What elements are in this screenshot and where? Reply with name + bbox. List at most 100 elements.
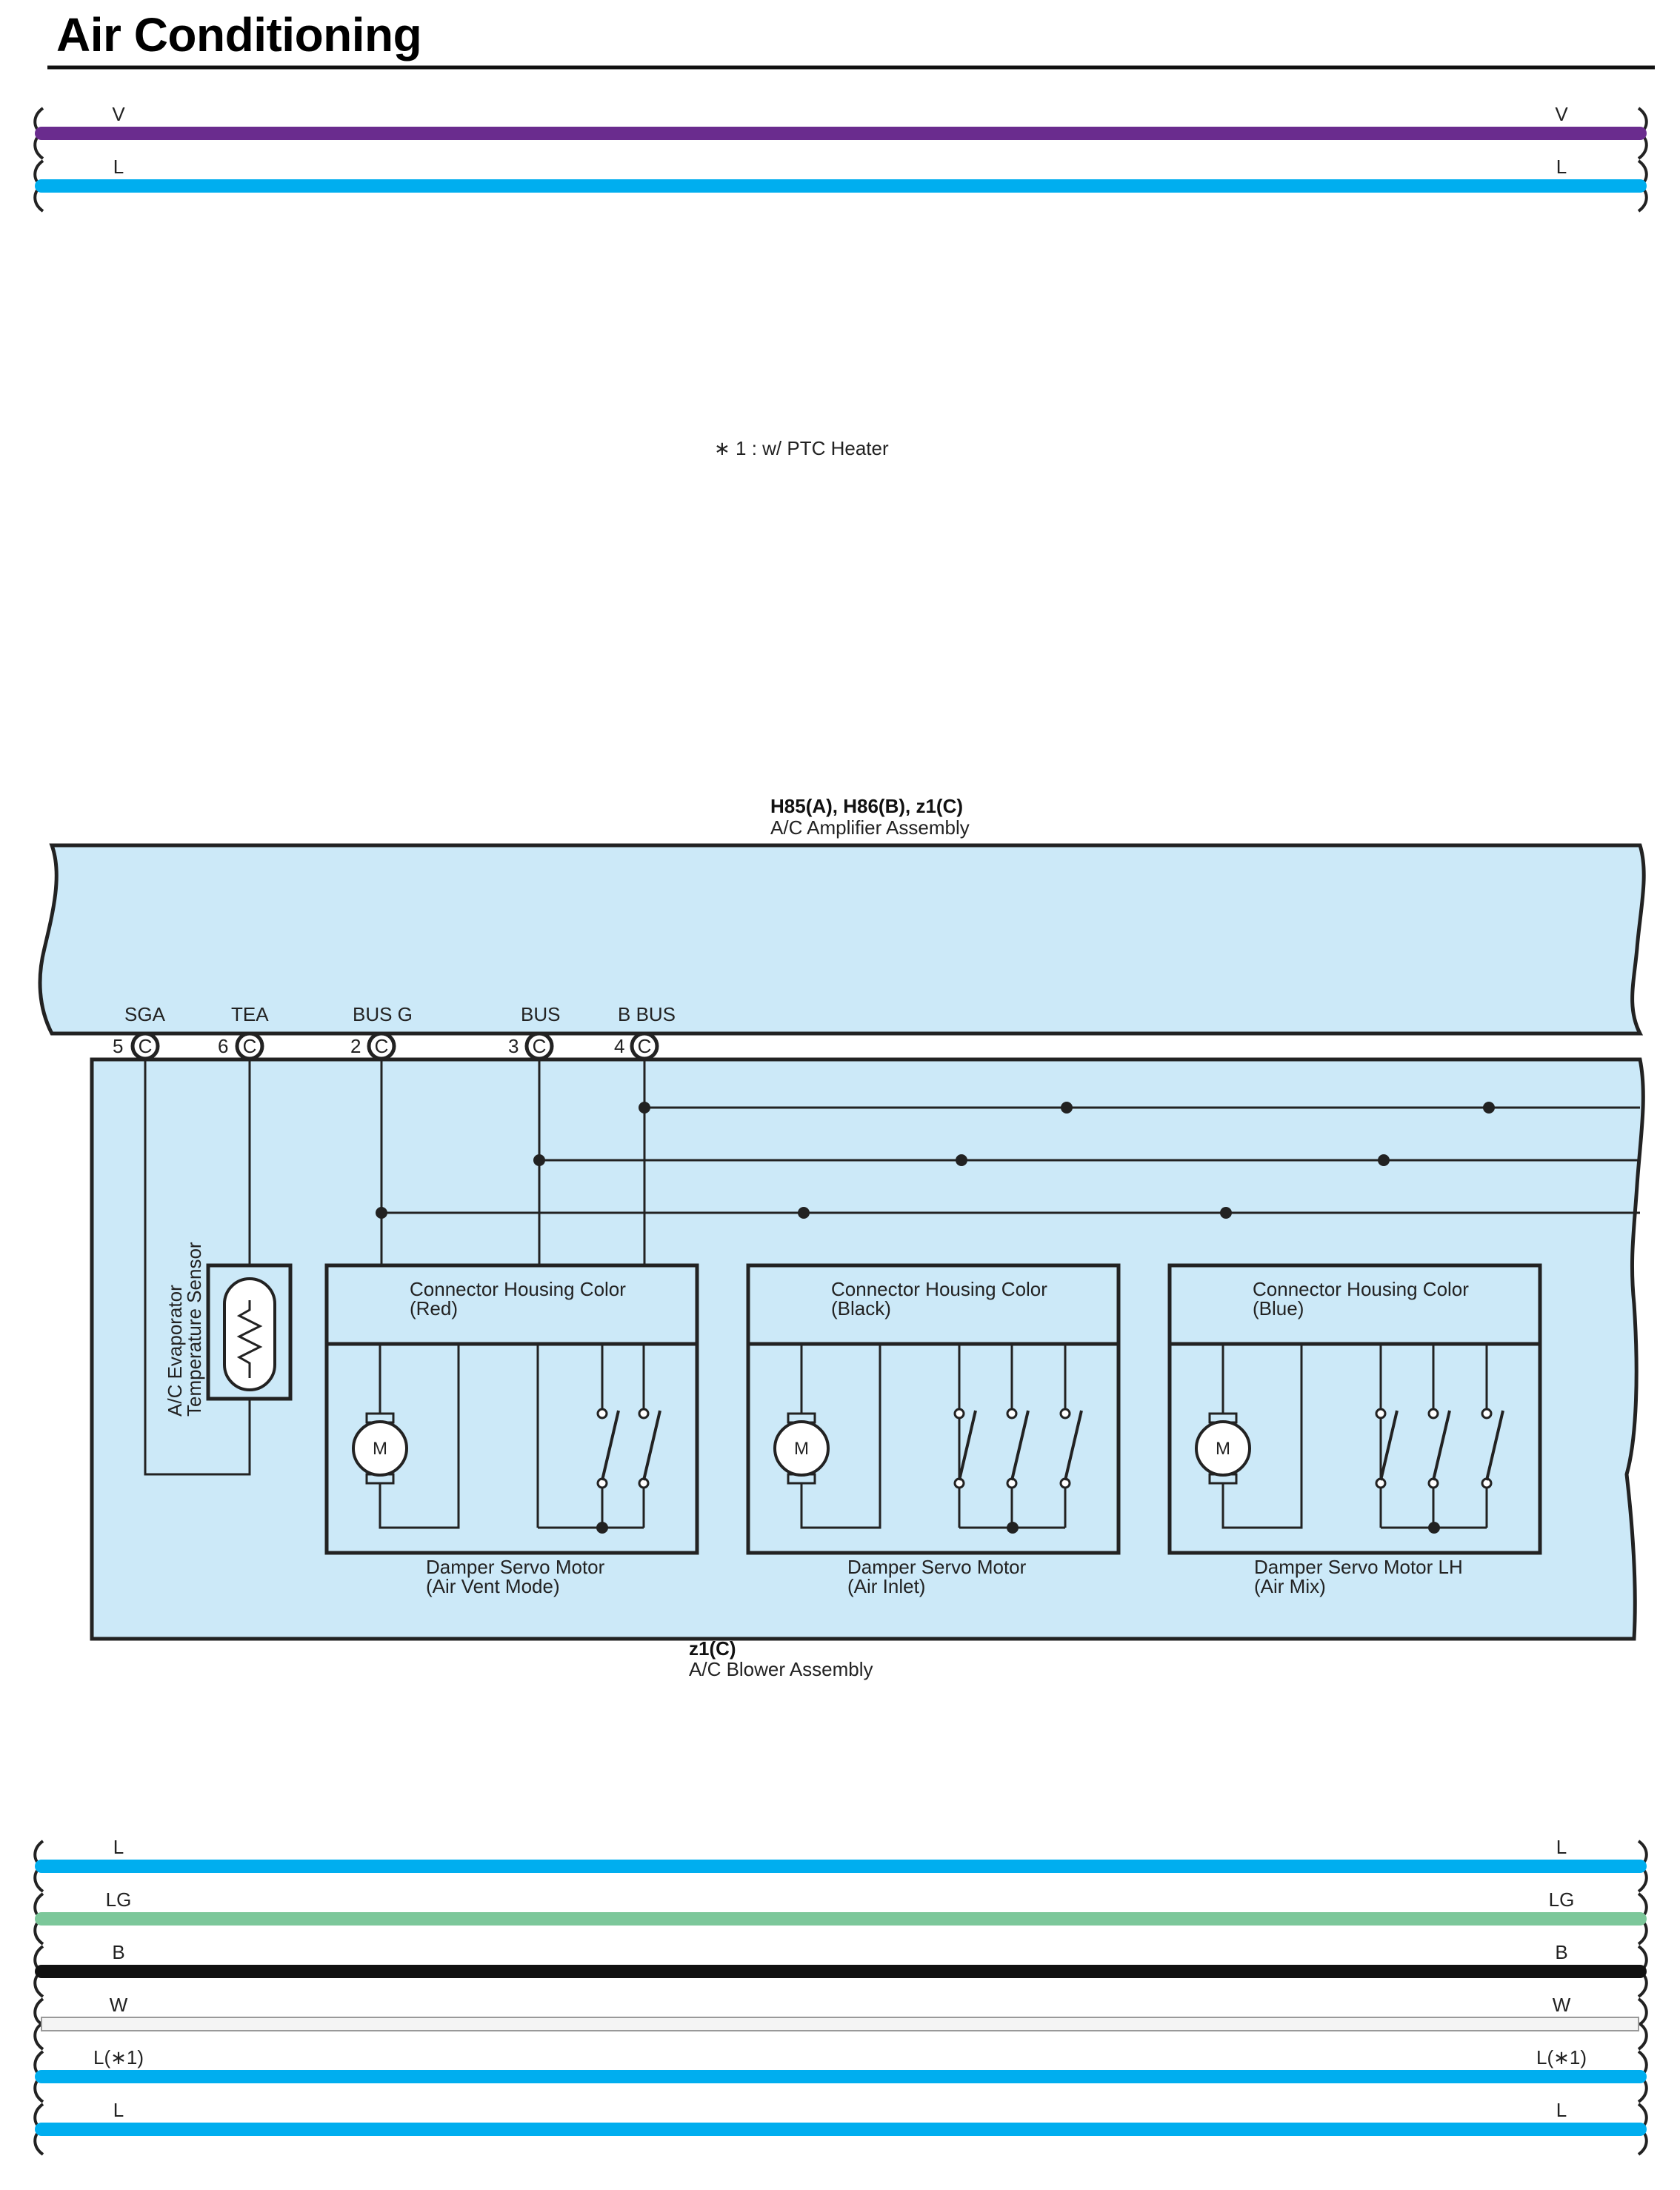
pin-connector-bus-g: C [375, 1035, 389, 1057]
wire-color-label-right: V [1555, 103, 1568, 125]
wire-color-label-left: W [110, 1994, 128, 2016]
motor-icon [1195, 1420, 1251, 1477]
connector-housing-label: Connector Housing Color [831, 1278, 1047, 1300]
pin-number-bus-g: 2 [350, 1035, 361, 1057]
wire-color-label-right: W [1553, 1994, 1571, 2016]
motor-label: M [794, 1439, 809, 1459]
terminal-label-b-bus: B BUS [618, 1003, 676, 1025]
amplifier-assembly-body [38, 843, 1646, 1036]
blower-connector-code: z1(C) [689, 1637, 736, 1660]
connector-housing-label: Connector Housing Color [1253, 1278, 1469, 1300]
amplifier-connector-code: H85(A), H86(B), z1(C) [770, 795, 963, 817]
motor-label: M [1216, 1439, 1230, 1459]
switch-contact-top [1059, 1408, 1071, 1419]
wire-color-label-left: L [113, 1836, 124, 1858]
ptc-heater-note: ∗ 1 : w/ PTC Heater [714, 437, 889, 459]
switch-contact-top [1427, 1408, 1439, 1419]
bottom-wire-row: LG LG [33, 1888, 1648, 1946]
page-title: Air Conditioning [56, 8, 422, 61]
motor-return-wiring [379, 1344, 460, 1529]
motor-icon [352, 1420, 408, 1477]
wire-color-label-left: L [113, 156, 124, 178]
switch-contact-top [953, 1408, 965, 1419]
switch-blade [642, 1410, 661, 1481]
terminal-label-bus: BUS [521, 1003, 560, 1025]
switch-contact-top [1375, 1408, 1387, 1419]
servo-housing [746, 1263, 1121, 1555]
damper-servo-motor: Connector Housing Color(Black) M Damper Se… [746, 1263, 1121, 1597]
switch-blade [1379, 1410, 1399, 1481]
terminal-label-sga: SGA [124, 1003, 166, 1025]
switch-blade [1485, 1410, 1504, 1481]
switch-blade [1010, 1410, 1030, 1481]
bus-junctions [376, 1102, 1495, 1219]
switch-contact-top [596, 1408, 608, 1419]
wire-color-label-right: L(∗1) [1536, 2046, 1587, 2068]
servo-function: (Air Mix) [1254, 1575, 1326, 1597]
servo-function: (Air Inlet) [847, 1575, 925, 1597]
switch-blade [958, 1410, 977, 1481]
motor-return-wiring [1221, 1344, 1303, 1529]
damper-servo-motor: Connector Housing Color(Red) M Damper Serv… [324, 1263, 699, 1597]
wire-right-break-mark [1637, 1997, 1648, 2051]
sensor-label-line2: Temperature Sensor [183, 1242, 205, 1417]
amplifier-name: A/C Amplifier Assembly [770, 816, 970, 839]
wire-color-label-right: L [1556, 1836, 1567, 1858]
wire-color-label-right: L [1556, 2099, 1567, 2121]
motor-icon [773, 1420, 830, 1477]
switch-contact-top [1481, 1408, 1493, 1419]
switch-blade [601, 1410, 620, 1481]
servo-housing [1167, 1263, 1542, 1555]
wire-color-label-right: L [1556, 156, 1567, 178]
damper-servo-motor: Connector Housing Color(Blue) M Damper Ser… [1167, 1263, 1542, 1597]
wire-color-label-left: B [112, 1941, 124, 1963]
bottom-wire-row: L(∗1) L(∗1) [33, 2046, 1648, 2103]
connector-housing-color: (Black) [831, 1297, 891, 1319]
servo-name: Damper Servo Motor [426, 1556, 605, 1578]
terminal-label-tea: TEA [231, 1003, 269, 1025]
wire-color-label-left: L(∗1) [93, 2046, 144, 2068]
servo-function: (Air Vent Mode) [426, 1575, 560, 1597]
switch-blade [1064, 1410, 1083, 1481]
servo-name: Damper Servo Motor LH [1254, 1556, 1463, 1578]
pin-number-bus: 3 [508, 1035, 519, 1057]
switch-contact-top [1006, 1408, 1018, 1419]
wire-color-label-right: B [1555, 1941, 1567, 1963]
pin-number-b-bus: 4 [614, 1035, 624, 1057]
wire-W [41, 2017, 1639, 2031]
motor-label: M [373, 1439, 387, 1459]
pin-number-tea: 6 [218, 1035, 228, 1057]
servo-name: Damper Servo Motor [847, 1556, 1027, 1578]
wire-color-label-left: V [112, 103, 125, 125]
blower-name: A/C Blower Assembly [689, 1658, 873, 1680]
motor-return-wiring [800, 1344, 881, 1529]
switch-blade [1432, 1410, 1451, 1481]
connector-housing-color: (Red) [410, 1297, 458, 1319]
servo-housing [324, 1263, 699, 1555]
thermistor-zigzag [236, 1300, 263, 1378]
terminal-label-bus-g: BUS G [353, 1003, 413, 1025]
bus-lines [380, 1059, 1640, 1265]
wire-color-label-left: L [113, 2099, 124, 2121]
wire-color-label-left: LG [106, 1888, 132, 1911]
thermistor-icon [223, 1277, 276, 1391]
pin-number-sga: 5 [113, 1035, 123, 1057]
switch-contact-top [638, 1408, 650, 1419]
pin-connector-bus: C [533, 1035, 547, 1057]
pin-connector-sga: C [139, 1035, 153, 1057]
wire-color-label-right: LG [1549, 1888, 1575, 1911]
connector-housing-label: Connector Housing Color [410, 1278, 626, 1300]
connector-housing-color: (Blue) [1253, 1297, 1304, 1319]
pin-connector-b-bus: C [638, 1035, 652, 1057]
sensor-label-line1: A/C Evaporator [164, 1285, 186, 1417]
